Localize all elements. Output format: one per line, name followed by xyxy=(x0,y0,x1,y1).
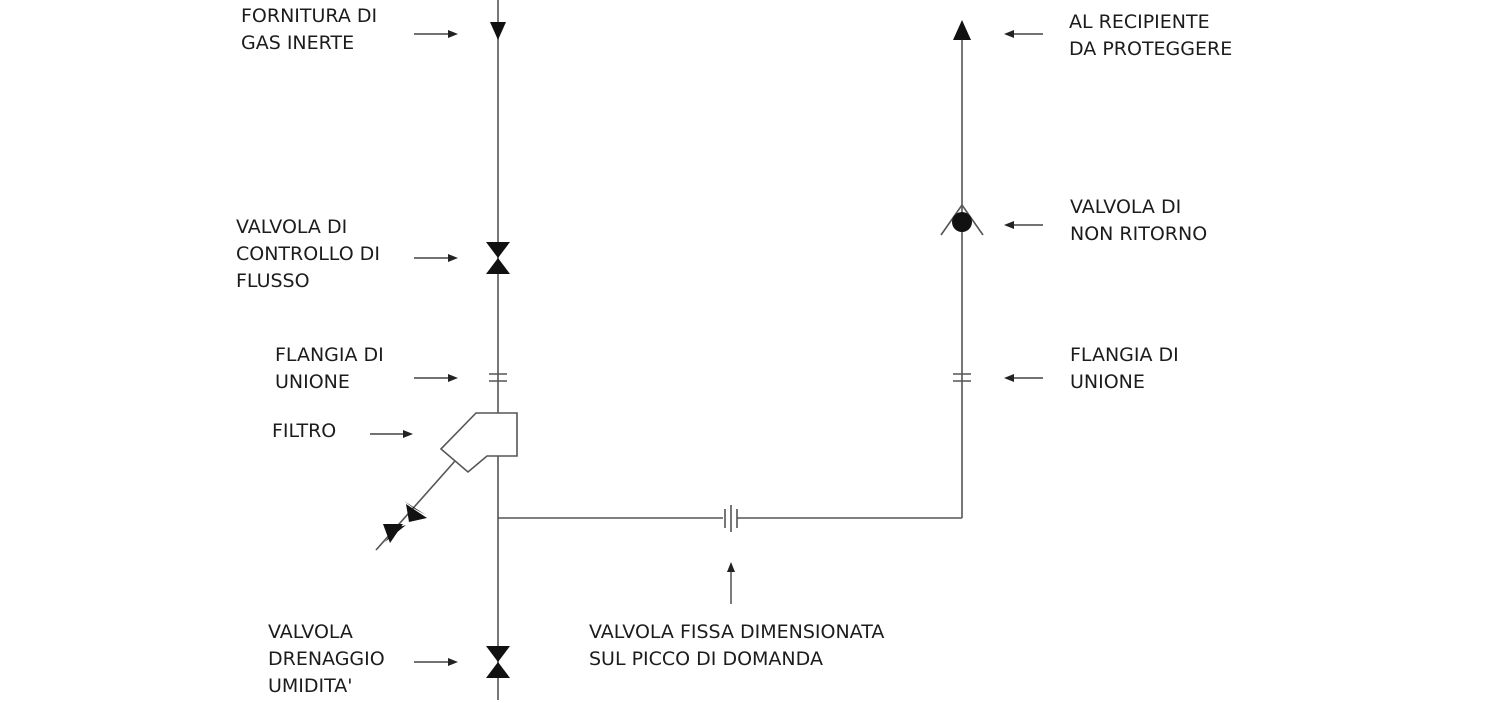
pointer-filter-icon xyxy=(370,430,413,438)
union-flange-right-icon xyxy=(953,373,971,382)
label-check-valve: VALVOLA DI NON RITORNO xyxy=(1070,196,1208,245)
pointer-check-valve-icon xyxy=(1004,221,1043,229)
pointer-gas-supply-icon xyxy=(414,30,458,38)
label-fixed-valve: VALVOLA FISSA DIMENSIONATA SUL PICCO DI … xyxy=(589,621,885,670)
pointer-flange-right-icon xyxy=(1004,374,1043,382)
union-flange-left-icon xyxy=(489,373,507,382)
label-flange-right: FLANGIA DI UNIONE xyxy=(1070,344,1179,393)
pointer-fixed-valve-icon xyxy=(727,562,735,604)
label-drain-valve: VALVOLA DRENAGGIO UMIDITA' xyxy=(268,621,385,697)
inflow-arrow-icon xyxy=(490,22,506,40)
pointer-vessel-icon xyxy=(1004,30,1043,38)
label-flange-left: FLANGIA DI UNIONE xyxy=(275,344,384,393)
label-to-vessel: AL RECIPIENTE DA PROTEGGERE xyxy=(1069,11,1233,60)
pointer-drain-icon xyxy=(414,658,458,666)
drain-valve-icon xyxy=(486,646,510,678)
label-flow-control-valve: VALVOLA DI CONTROLLO DI FLUSSO xyxy=(236,216,380,292)
strainer-valve-lower-icon xyxy=(383,524,403,543)
filter-icon xyxy=(439,412,518,474)
label-filter: FILTRO xyxy=(272,420,337,442)
check-valve-icon xyxy=(940,203,984,236)
label-gas-supply: FORNITURA DI GAS INERTE xyxy=(241,5,378,54)
strainer-valve-upper-icon xyxy=(406,504,427,522)
outflow-arrow-icon xyxy=(953,20,971,40)
flow-control-valve-icon xyxy=(486,242,510,274)
fixed-valve-icon xyxy=(723,505,738,532)
pointer-flow-control-icon xyxy=(414,254,458,262)
pointer-flange-left-icon xyxy=(414,374,458,382)
